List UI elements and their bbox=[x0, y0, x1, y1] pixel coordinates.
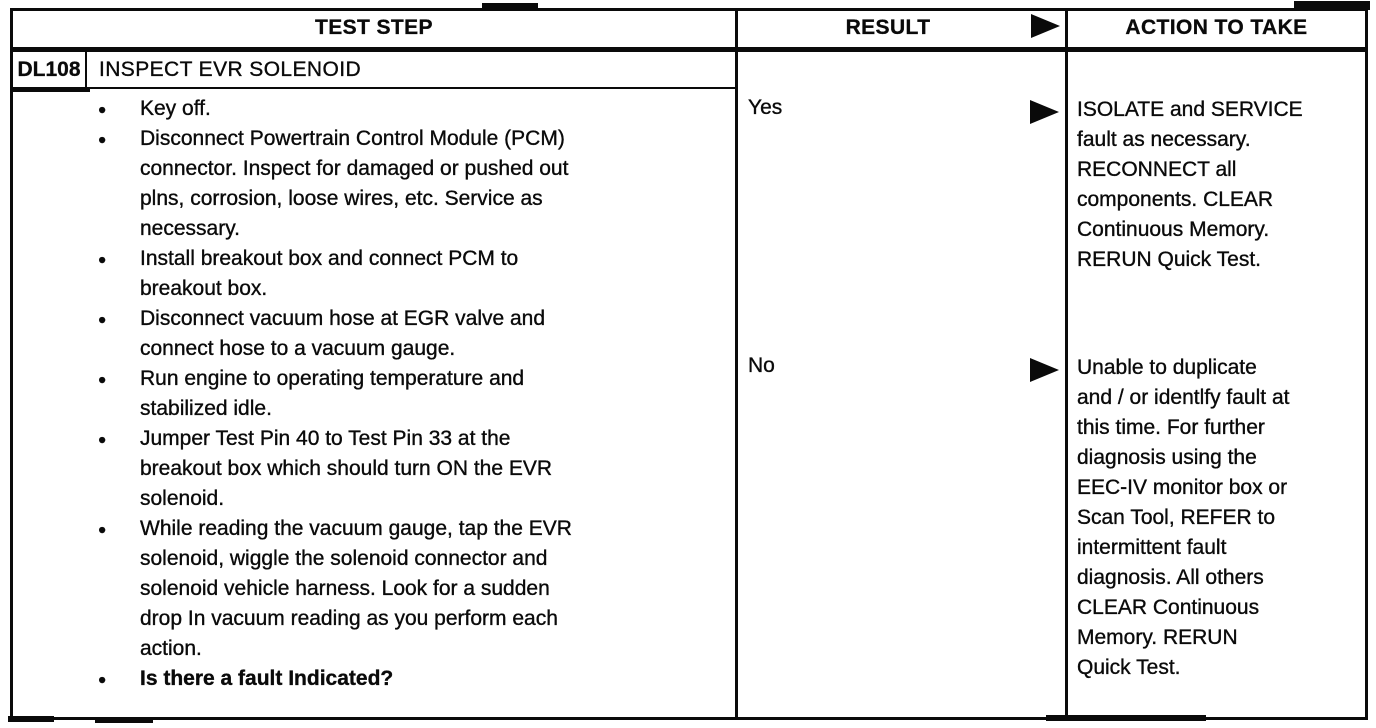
header-result: RESULT bbox=[845, 16, 931, 39]
step-id: DL108 bbox=[17, 58, 81, 81]
bullet-icon: ● bbox=[98, 431, 107, 447]
list-item: ● Disconnect Powertrain Control Module (… bbox=[98, 124, 734, 244]
bullet-icon: ● bbox=[98, 521, 107, 537]
column-divider-result bbox=[735, 8, 738, 720]
table-outer-border bbox=[10, 8, 1368, 720]
list-item-question: ● Is there a fault Indicated? bbox=[98, 664, 734, 694]
result-no-arrow-icon bbox=[1030, 358, 1059, 382]
header-action-to-take: ACTION TO TAKE bbox=[1125, 16, 1308, 39]
header-bottom-rule bbox=[10, 47, 1368, 52]
result-header-arrow-icon bbox=[1031, 14, 1060, 38]
scan-artifact bbox=[95, 717, 153, 723]
list-item: ● Key off. bbox=[98, 94, 734, 124]
bullet-icon: ● bbox=[98, 311, 107, 327]
bullet-text: Disconnect vacuum hose at EGR valve and … bbox=[140, 307, 546, 360]
scan-artifact bbox=[1294, 1, 1370, 10]
bullet-icon: ● bbox=[98, 251, 107, 267]
bullet-text: While reading the vacuum gauge, tap the … bbox=[140, 517, 572, 660]
result-no-label: No bbox=[748, 354, 775, 377]
bullet-icon: ● bbox=[98, 131, 107, 147]
scan-artifact bbox=[482, 3, 538, 10]
step-id-cell-divider bbox=[85, 52, 87, 89]
bullet-icon: ● bbox=[98, 371, 107, 387]
bullet-text: Run engine to operating temperature and … bbox=[140, 367, 525, 420]
action-yes-text: ISOLATE and SERVICE fault as necessary. … bbox=[1077, 98, 1303, 271]
list-item: ● While reading the vacuum gauge, tap th… bbox=[98, 514, 734, 664]
header-test-step: TEST STEP bbox=[315, 16, 433, 39]
scan-artifact bbox=[1046, 715, 1206, 721]
scan-artifact bbox=[8, 716, 54, 722]
bullet-text: Key off. bbox=[140, 97, 211, 120]
step-title: INSPECT EVR SOLENOID bbox=[99, 58, 362, 81]
step-title-bottom-rule bbox=[13, 87, 735, 89]
bullet-text: Disconnect Powertrain Control Module (PC… bbox=[140, 127, 569, 240]
test-step-list: ● Key off. ● Disconnect Powertrain Contr… bbox=[98, 94, 734, 694]
result-yes-label: Yes bbox=[748, 96, 783, 119]
bullet-icon: ● bbox=[98, 101, 107, 117]
result-yes-arrow-icon bbox=[1030, 100, 1059, 124]
bullet-icon: ● bbox=[98, 671, 107, 687]
action-no-text: Unable to duplicate and / or identlfy fa… bbox=[1077, 356, 1290, 679]
bullet-text: Install breakout box and connect PCM to … bbox=[140, 247, 519, 300]
bullet-text: Is there a fault Indicated? bbox=[140, 667, 394, 690]
list-item: ● Install breakout box and connect PCM t… bbox=[98, 244, 734, 304]
list-item: ● Disconnect vacuum hose at EGR valve an… bbox=[98, 304, 734, 364]
list-item: ● Jumper Test Pin 40 to Test Pin 33 at t… bbox=[98, 424, 734, 514]
bullet-text: Jumper Test Pin 40 to Test Pin 33 at the… bbox=[140, 427, 553, 510]
list-item: ● Run engine to operating temperature an… bbox=[98, 364, 734, 424]
column-divider-action bbox=[1065, 8, 1068, 720]
step-id-underline bbox=[10, 87, 90, 92]
